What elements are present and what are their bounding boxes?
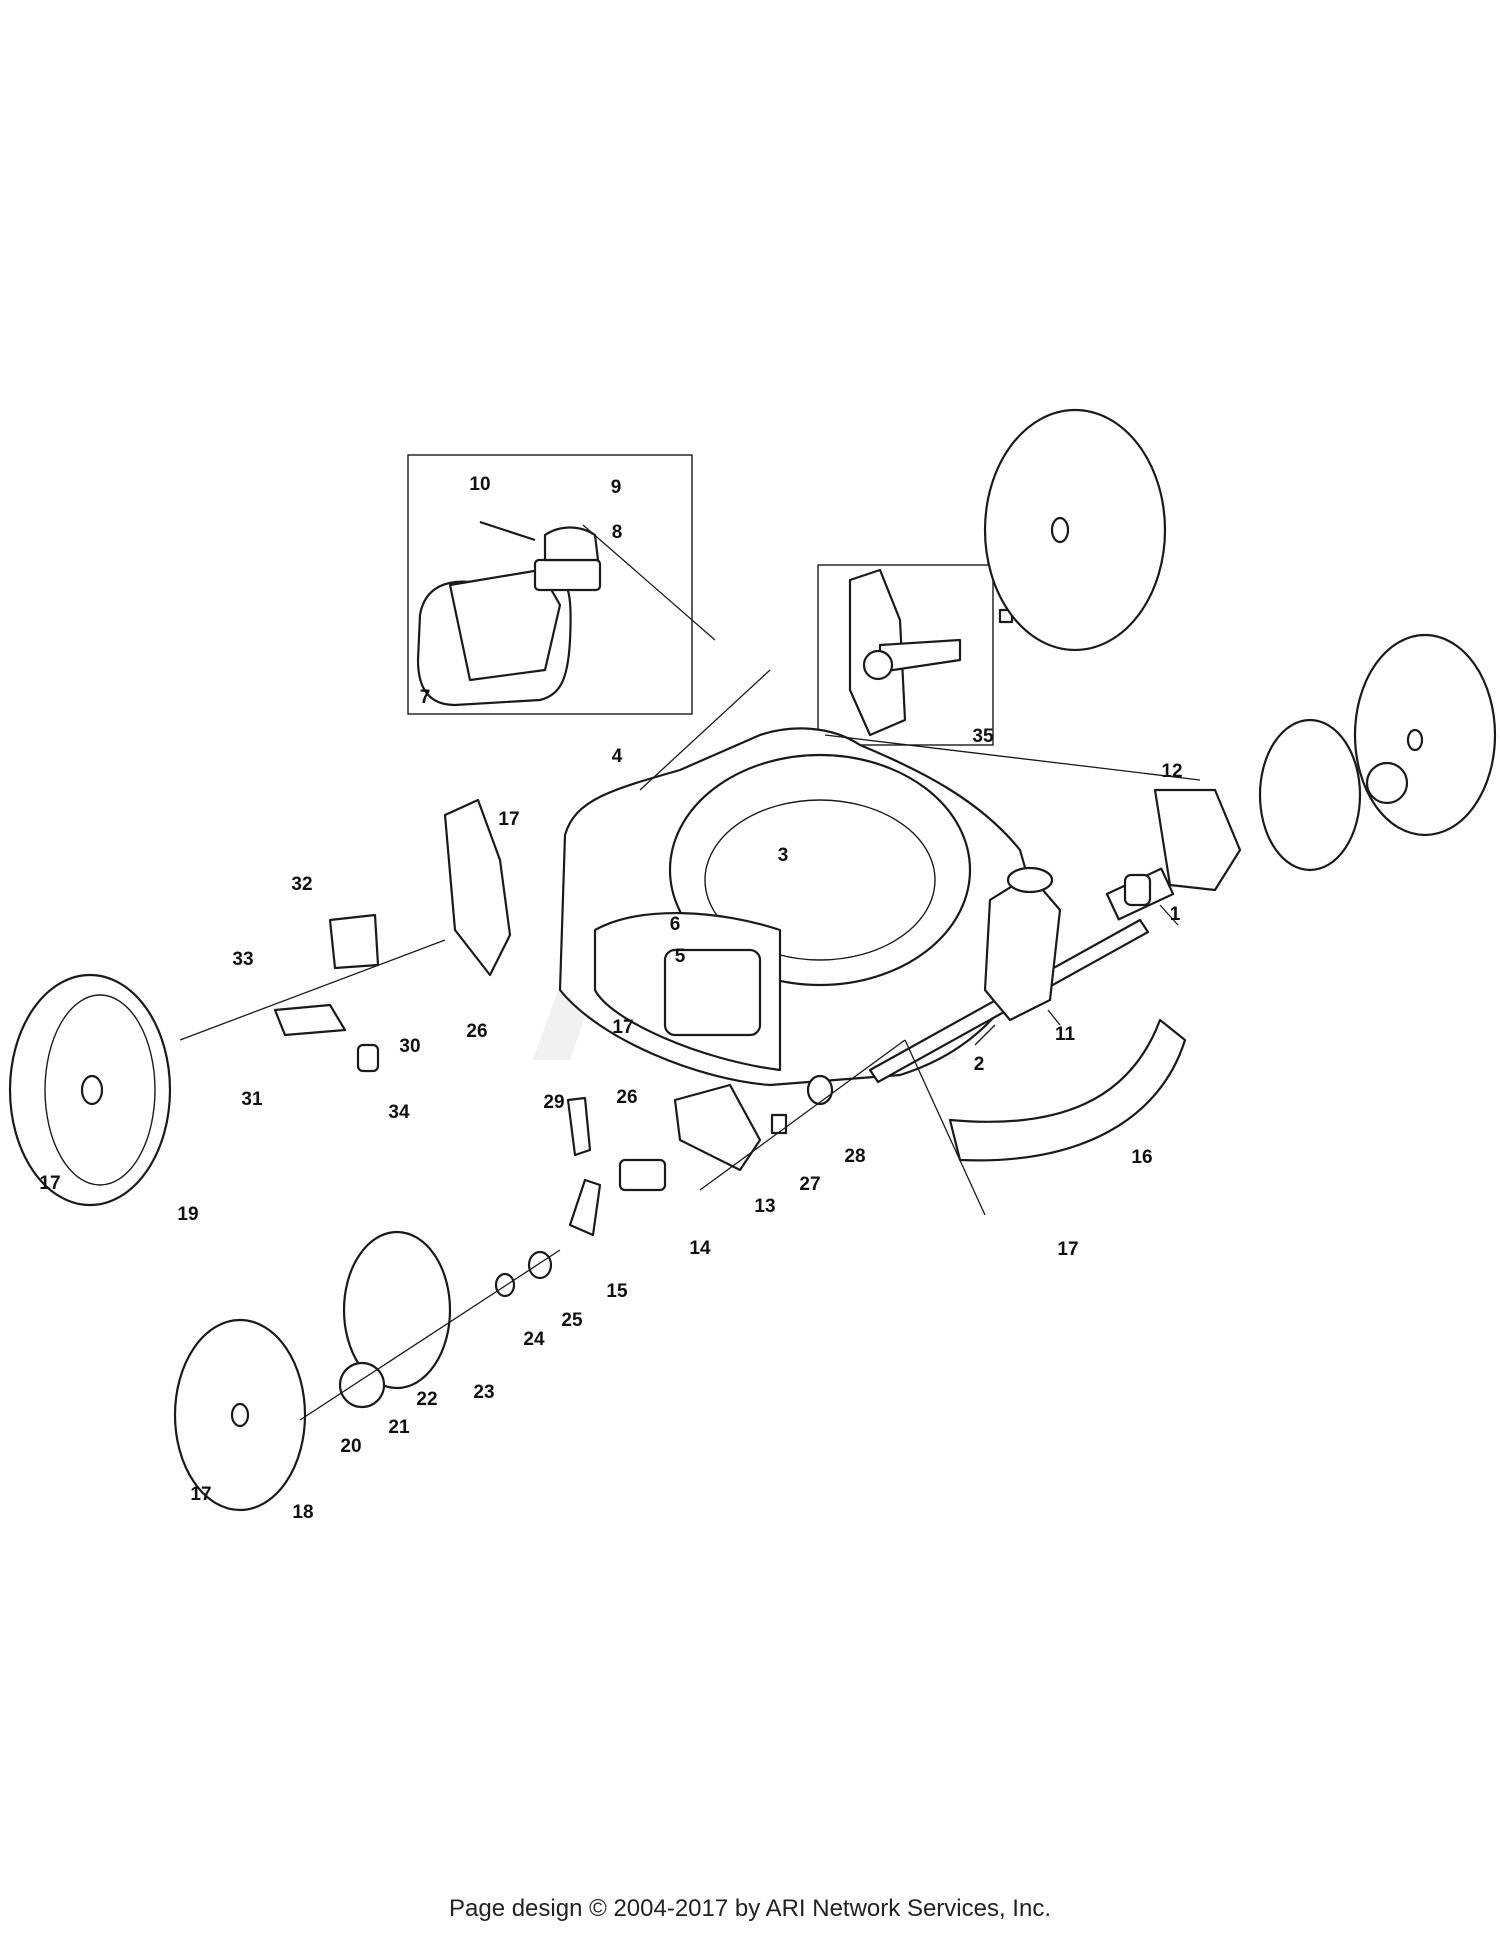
washer-25 xyxy=(527,1250,553,1280)
callout-15: 15 xyxy=(606,1281,628,1302)
lever-bracket-33 xyxy=(273,1003,347,1037)
callout-29: 29 xyxy=(543,1092,564,1113)
callout-34: 34 xyxy=(388,1102,410,1123)
callout-27: 27 xyxy=(799,1174,820,1195)
callout-23: 23 xyxy=(473,1382,494,1403)
callout-17-deck: 17 xyxy=(612,1017,633,1038)
callout-32: 32 xyxy=(291,874,312,895)
callout-8: 8 xyxy=(612,522,623,543)
wheel-right xyxy=(1353,633,1497,837)
pinion-gear-21 xyxy=(338,1361,386,1409)
callout-11: 11 xyxy=(1055,1024,1076,1045)
callout-10: 10 xyxy=(469,474,490,495)
handle-bracket-inset-box xyxy=(407,454,693,715)
callout-4: 4 xyxy=(612,746,623,767)
right-height-adjuster xyxy=(1153,788,1242,892)
front-height-adjuster xyxy=(673,1083,762,1172)
callout-22: 22 xyxy=(416,1389,437,1410)
callout-19: 19 xyxy=(177,1204,198,1225)
callout-17-bracket: 17 xyxy=(498,809,519,830)
bushing-34 xyxy=(356,1043,380,1073)
pinion-gear-right xyxy=(1365,761,1409,805)
washer-24 xyxy=(494,1272,516,1298)
callout-26-front: 26 xyxy=(616,1087,637,1108)
clip-27 xyxy=(770,1113,788,1135)
callout-5: 5 xyxy=(675,946,686,967)
baffle xyxy=(948,1018,1187,1162)
rear-height-adjuster xyxy=(848,568,1014,737)
callout-6: 6 xyxy=(670,914,681,935)
callout-35: 35 xyxy=(972,726,994,747)
callout-28: 28 xyxy=(844,1146,865,1167)
leader-lines xyxy=(179,524,1201,1421)
callout-18: 18 xyxy=(292,1502,313,1523)
deck-housing xyxy=(558,727,1042,1087)
spacer-1 xyxy=(1123,873,1152,907)
callout-labels: 1 2 3 4 5 6 7 8 9 10 11 12 13 14 15 16 1… xyxy=(39,474,1182,1523)
wheel-18 xyxy=(173,1318,307,1512)
rear-door-assembly xyxy=(416,520,602,707)
callout-31: 31 xyxy=(241,1089,263,1110)
wheel-19 xyxy=(8,973,172,1207)
callout-7: 7 xyxy=(420,687,431,708)
callout-13: 13 xyxy=(754,1196,775,1217)
drive-wheel-hub-right xyxy=(1258,718,1362,872)
callout-26-left: 26 xyxy=(466,1021,487,1042)
callout-2: 2 xyxy=(974,1054,985,1075)
callout-24: 24 xyxy=(523,1329,545,1350)
bearing-28 xyxy=(806,1074,834,1106)
callout-25: 25 xyxy=(561,1310,583,1331)
transmission xyxy=(983,866,1062,1022)
knob-29 xyxy=(566,1096,592,1157)
spacer-14 xyxy=(618,1158,667,1192)
left-height-adjuster xyxy=(443,798,512,977)
lever-15 xyxy=(568,1178,602,1237)
drive-wheel-hub-23 xyxy=(342,1230,452,1390)
callout-9: 9 xyxy=(611,477,622,498)
callout-33: 33 xyxy=(232,949,253,970)
callout-21: 21 xyxy=(388,1417,410,1438)
callout-30: 30 xyxy=(399,1036,420,1057)
copyright-footer: Page design © 2004-2017 by ARI Network S… xyxy=(448,1895,1051,1922)
wheel-top-right xyxy=(983,408,1167,652)
callout-17-front-wheel: 17 xyxy=(190,1484,211,1505)
callout-16: 16 xyxy=(1131,1147,1152,1168)
pivot-bracket-32 xyxy=(328,913,380,970)
callout-3: 3 xyxy=(778,845,789,866)
callout-1: 1 xyxy=(1170,904,1181,925)
callout-17-baffle: 17 xyxy=(1057,1239,1078,1260)
callout-20: 20 xyxy=(340,1436,361,1457)
callout-17-rear-wheel: 17 xyxy=(39,1173,60,1194)
callout-14: 14 xyxy=(689,1238,711,1259)
callout-12: 12 xyxy=(1161,761,1182,782)
